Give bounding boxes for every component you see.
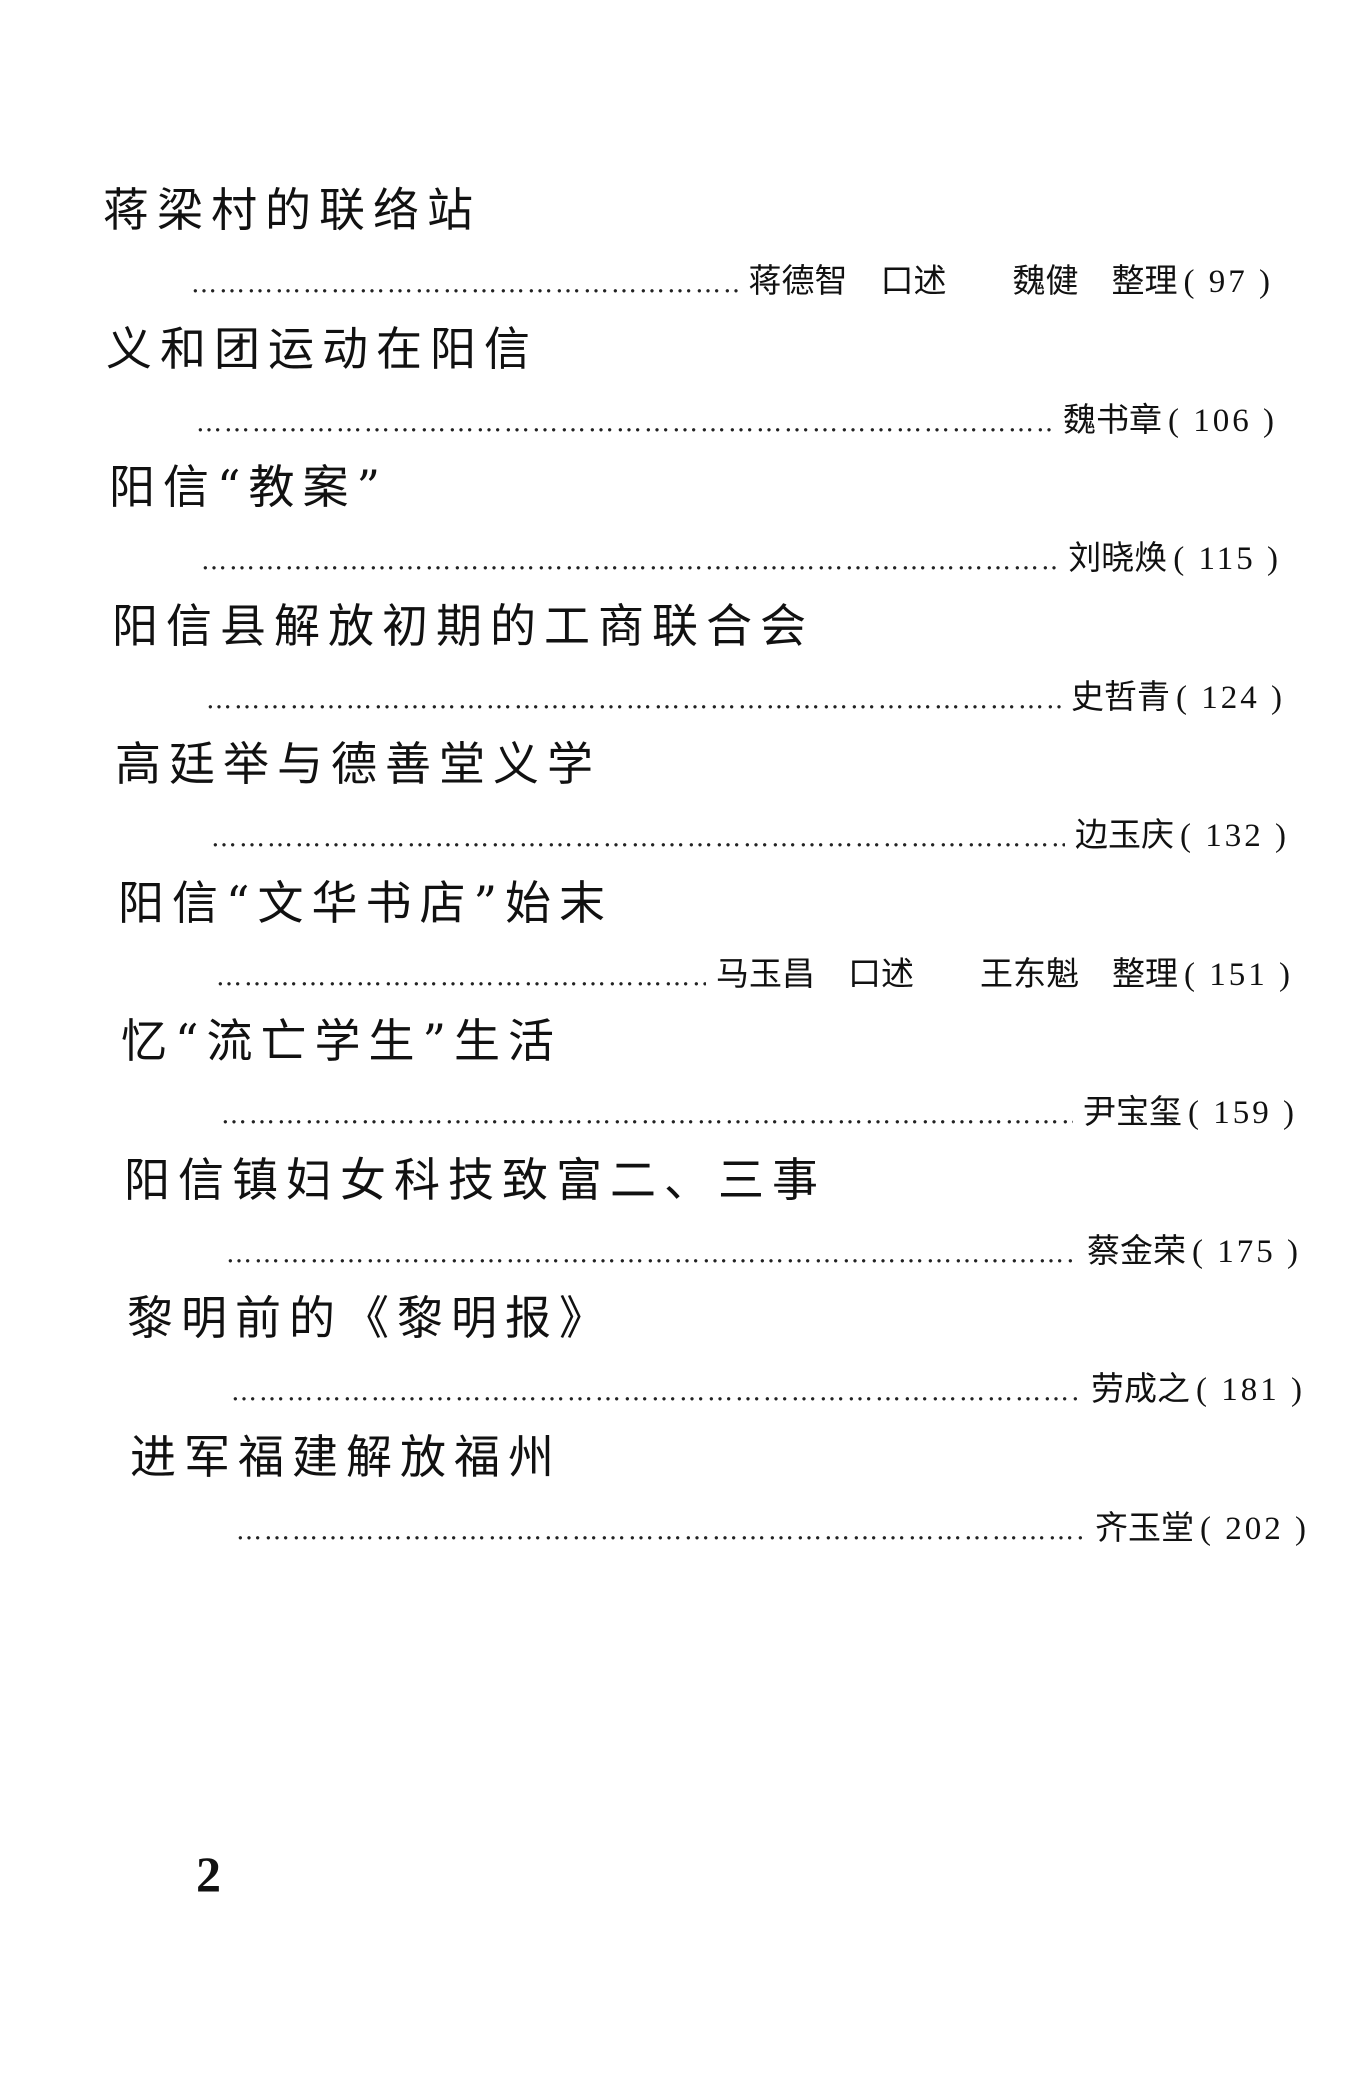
entry-page: ( 175 ) — [1192, 1233, 1301, 1270]
toc-entry: 忆“流亡学生”生活尹宝玺( 159 ) — [121, 1011, 1294, 1131]
entry-byline: 齐玉堂( 202 ) — [236, 1501, 1309, 1549]
dot-leader — [231, 1377, 1081, 1407]
toc-entry: 阳信“文华书店”始末马玉昌 口述 王东魁 整理( 151 ) — [118, 873, 1290, 993]
entry-page: ( 132 ) — [1180, 818, 1289, 854]
entry-title: 忆“流亡学生”生活 — [121, 1014, 563, 1068]
dot-leader — [226, 1239, 1077, 1269]
entry-author: 马玉昌 口述 王东魁 整理 — [716, 953, 1179, 993]
entry-title: 黎明前的《黎明报》 — [127, 1291, 613, 1345]
entry-page: ( 151 ) — [1184, 956, 1293, 993]
dot-leader — [191, 269, 739, 299]
entry-byline: 边玉庆( 132 ) — [211, 808, 1289, 856]
entry-page: ( 115 ) — [1173, 541, 1281, 577]
dot-leader — [206, 685, 1061, 715]
entry-author: 刘晓焕 — [1068, 538, 1168, 577]
entry-title: 蒋梁村的联络站 — [103, 183, 481, 237]
entry-byline: 尹宝玺( 159 ) — [221, 1085, 1297, 1133]
entry-author: 边玉庆 — [1075, 815, 1175, 854]
entry-author: 魏书章 — [1063, 399, 1163, 439]
toc-entry: 阳信县解放初期的工商联合会史哲青( 124 ) — [112, 596, 1282, 716]
entry-byline: 史哲青( 124 ) — [206, 670, 1285, 718]
entry-page: ( 97 ) — [1183, 264, 1273, 300]
toc-entry: 进军福建解放福州齐玉堂( 202 ) — [130, 1427, 1306, 1547]
page-number: 2 — [196, 1846, 221, 1902]
entry-title: 阳信镇妇女科技致富二、三事 — [124, 1152, 826, 1207]
entry-author: 史哲青 — [1071, 676, 1171, 716]
toc-entry: 高廷举与德善堂义学边玉庆( 132 ) — [115, 734, 1286, 854]
dot-leader — [211, 823, 1065, 853]
entry-title: 阳信“教案” — [109, 460, 389, 514]
entry-author: 尹宝玺 — [1083, 1092, 1183, 1131]
dot-leader — [216, 962, 706, 992]
dot-leader — [221, 1100, 1073, 1130]
entry-title: 阳信“文华书店”始末 — [118, 875, 614, 930]
entry-title: 高廷举与德善堂义学 — [115, 737, 601, 791]
entry-title: 阳信县解放初期的工商联合会 — [112, 598, 814, 653]
entry-byline: 魏书章( 106 ) — [196, 393, 1277, 441]
entry-author: 蔡金荣 — [1087, 1230, 1187, 1270]
entry-page: ( 181 ) — [1196, 1372, 1305, 1408]
toc-entry: 蒋梁村的联络站蒋德智 口述 魏健 整理( 97 ) — [103, 180, 1270, 300]
toc-entry: 义和团运动在阳信魏书章( 106 ) — [106, 319, 1274, 439]
entry-byline: 蔡金荣( 175 ) — [226, 1224, 1301, 1272]
toc-entry: 阳信“教案” 刘晓焕( 115 ) — [109, 457, 1278, 577]
entry-byline: 刘晓焕( 115 ) — [201, 531, 1281, 579]
entry-byline: 蒋德智 口述 魏健 整理( 97 ) — [191, 254, 1273, 302]
entry-author: 蒋德智 口述 魏健 整理 — [748, 261, 1178, 300]
entry-author: 劳成之 — [1091, 1369, 1191, 1408]
dot-leader — [196, 408, 1053, 438]
entry-page: ( 106 ) — [1168, 402, 1277, 439]
entry-author: 齐玉堂 — [1095, 1507, 1195, 1547]
dot-leader — [236, 1516, 1085, 1546]
toc-entry: 黎明前的《黎明报》劳成之( 181 ) — [127, 1288, 1302, 1408]
toc-entry: 阳信镇妇女科技致富二、三事蔡金荣( 175 ) — [124, 1150, 1298, 1270]
entry-title: 进军福建解放福州 — [130, 1429, 562, 1484]
entry-byline: 马玉昌 口述 王东魁 整理( 151 ) — [216, 947, 1293, 995]
entry-byline: 劳成之( 181 ) — [231, 1362, 1305, 1410]
entry-title: 义和团运动在阳信 — [106, 321, 538, 376]
entry-page: ( 124 ) — [1176, 679, 1285, 716]
entry-page: ( 159 ) — [1188, 1095, 1297, 1131]
dot-leader — [201, 546, 1058, 576]
entry-page: ( 202 ) — [1200, 1510, 1309, 1547]
